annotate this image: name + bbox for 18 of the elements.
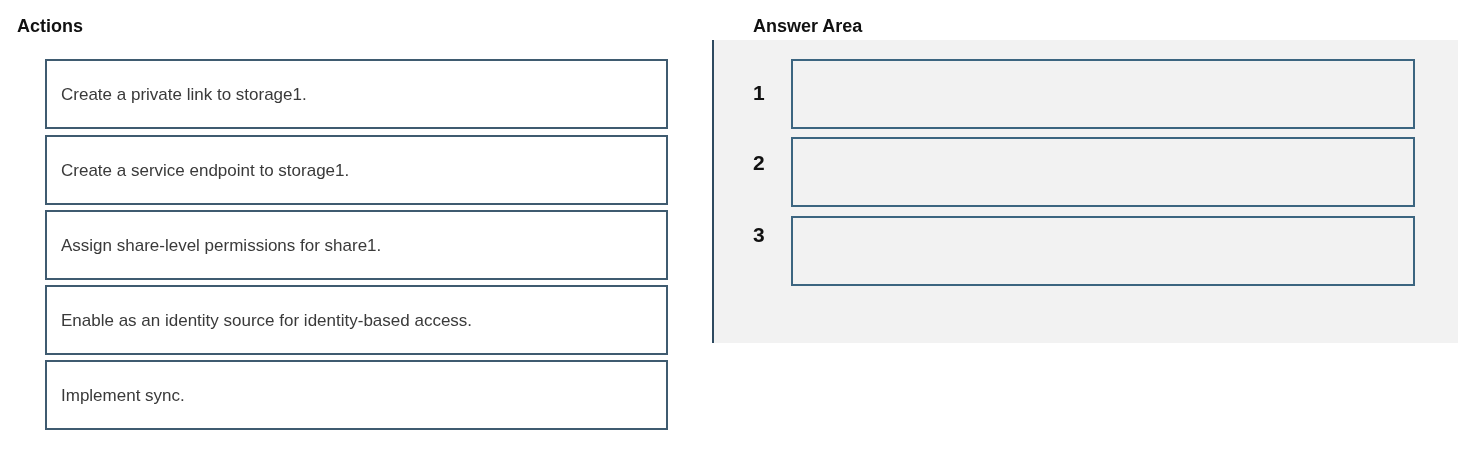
section-heading: Answer Area — [753, 15, 863, 38]
answer-slot — [791, 137, 1415, 207]
slot-number: 2 — [753, 151, 765, 175]
action-text: Create a private link to storage1. — [61, 83, 308, 106]
answer-slot — [791, 216, 1415, 286]
action-card — [45, 135, 668, 205]
section-heading: Actions — [17, 15, 83, 38]
action-card — [45, 360, 668, 430]
action-text: Assign share-level permissions for share1. — [61, 234, 383, 257]
action-text: Implement sync. — [61, 384, 186, 407]
action-card — [45, 59, 668, 129]
action-card — [45, 210, 668, 280]
slot-number: 3 — [753, 223, 765, 247]
action-text: Enable as an identity source for identity-based access. — [61, 309, 474, 332]
answer-slot — [791, 59, 1415, 129]
slot-number: 1 — [753, 81, 765, 105]
action-card — [45, 285, 668, 355]
action-text: Create a service endpoint to storage1. — [61, 159, 351, 182]
